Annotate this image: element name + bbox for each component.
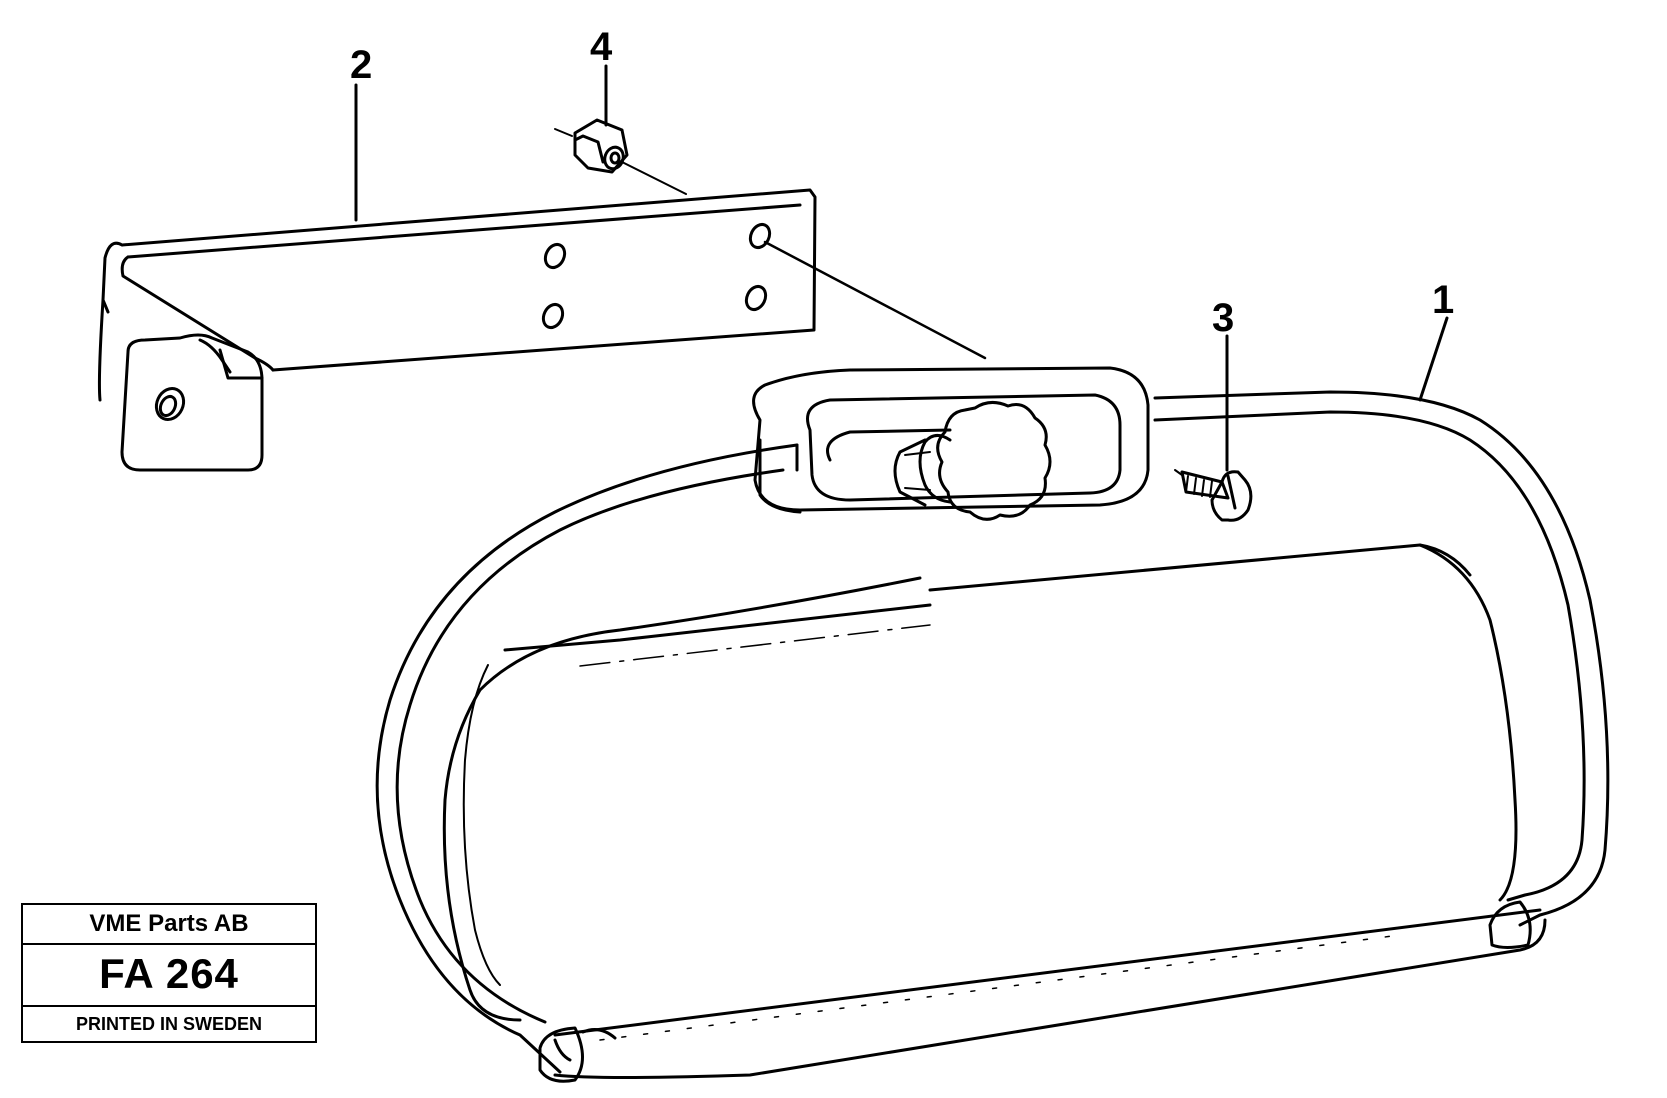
callout-3: 3	[1212, 296, 1235, 340]
mirror-clamp	[752, 366, 1150, 521]
drawing-code: FA 264	[23, 943, 315, 1007]
callout-1: 1	[1432, 278, 1455, 322]
bracket-part-2	[97, 188, 817, 472]
bolt-part-3	[1174, 469, 1253, 522]
printed-note: PRINTED IN SWEDEN	[75, 1013, 262, 1034]
mirror-part-1	[375, 390, 1610, 1083]
callout-2: 2	[350, 43, 373, 87]
assembly-center-line	[763, 240, 987, 360]
nut-part-4	[554, 118, 687, 195]
callout-4: 4	[590, 25, 613, 69]
company-name: VME Parts AB	[23, 905, 315, 945]
title-block: VME Parts AB FA 264 PRINTED IN SWEDEN	[21, 903, 317, 1043]
leader-lines	[354, 64, 1449, 472]
